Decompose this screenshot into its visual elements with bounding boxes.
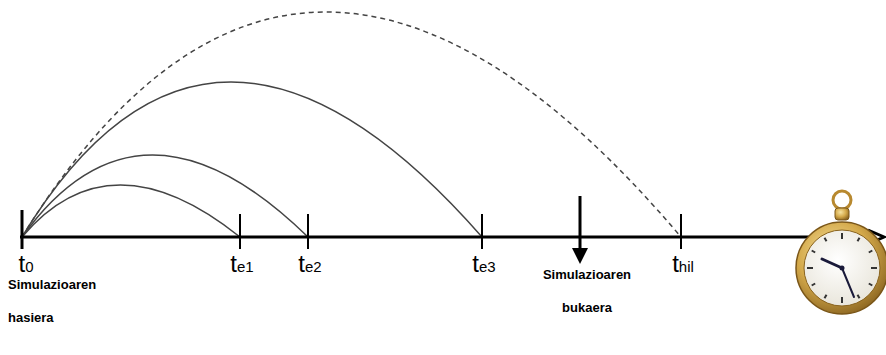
tick-mark xyxy=(239,214,241,249)
watch-pivot xyxy=(840,266,845,271)
tick-mark xyxy=(680,214,682,249)
time-axis xyxy=(20,236,872,239)
watch-minute-hand xyxy=(842,268,854,297)
tick-mark xyxy=(307,214,309,249)
time-label: thil xyxy=(672,252,694,279)
time-label: te1 xyxy=(230,252,253,279)
note-label: Simulazioaren hasiera xyxy=(8,268,108,334)
watch-face xyxy=(804,230,880,306)
note-label: Simulazioaren bukaera xyxy=(532,258,642,324)
watch-case xyxy=(796,222,886,314)
watch-crown xyxy=(835,208,849,220)
time-label: te2 xyxy=(298,252,321,279)
watch-hour-hand xyxy=(822,259,842,268)
pocket-watch xyxy=(796,191,886,314)
watch-ring xyxy=(833,191,851,209)
tick-mark xyxy=(21,210,24,249)
time-label: t0 xyxy=(18,252,33,279)
tick-mark xyxy=(481,214,483,249)
time-label: te3 xyxy=(472,252,495,279)
trajectory-arc xyxy=(22,82,482,237)
end-arrowhead xyxy=(572,248,588,264)
watch-hour-marks xyxy=(807,233,877,303)
trajectory-arc xyxy=(22,155,308,237)
end-arrow xyxy=(579,196,582,252)
dashed-arc xyxy=(22,12,681,237)
trajectory-arc xyxy=(22,185,240,237)
